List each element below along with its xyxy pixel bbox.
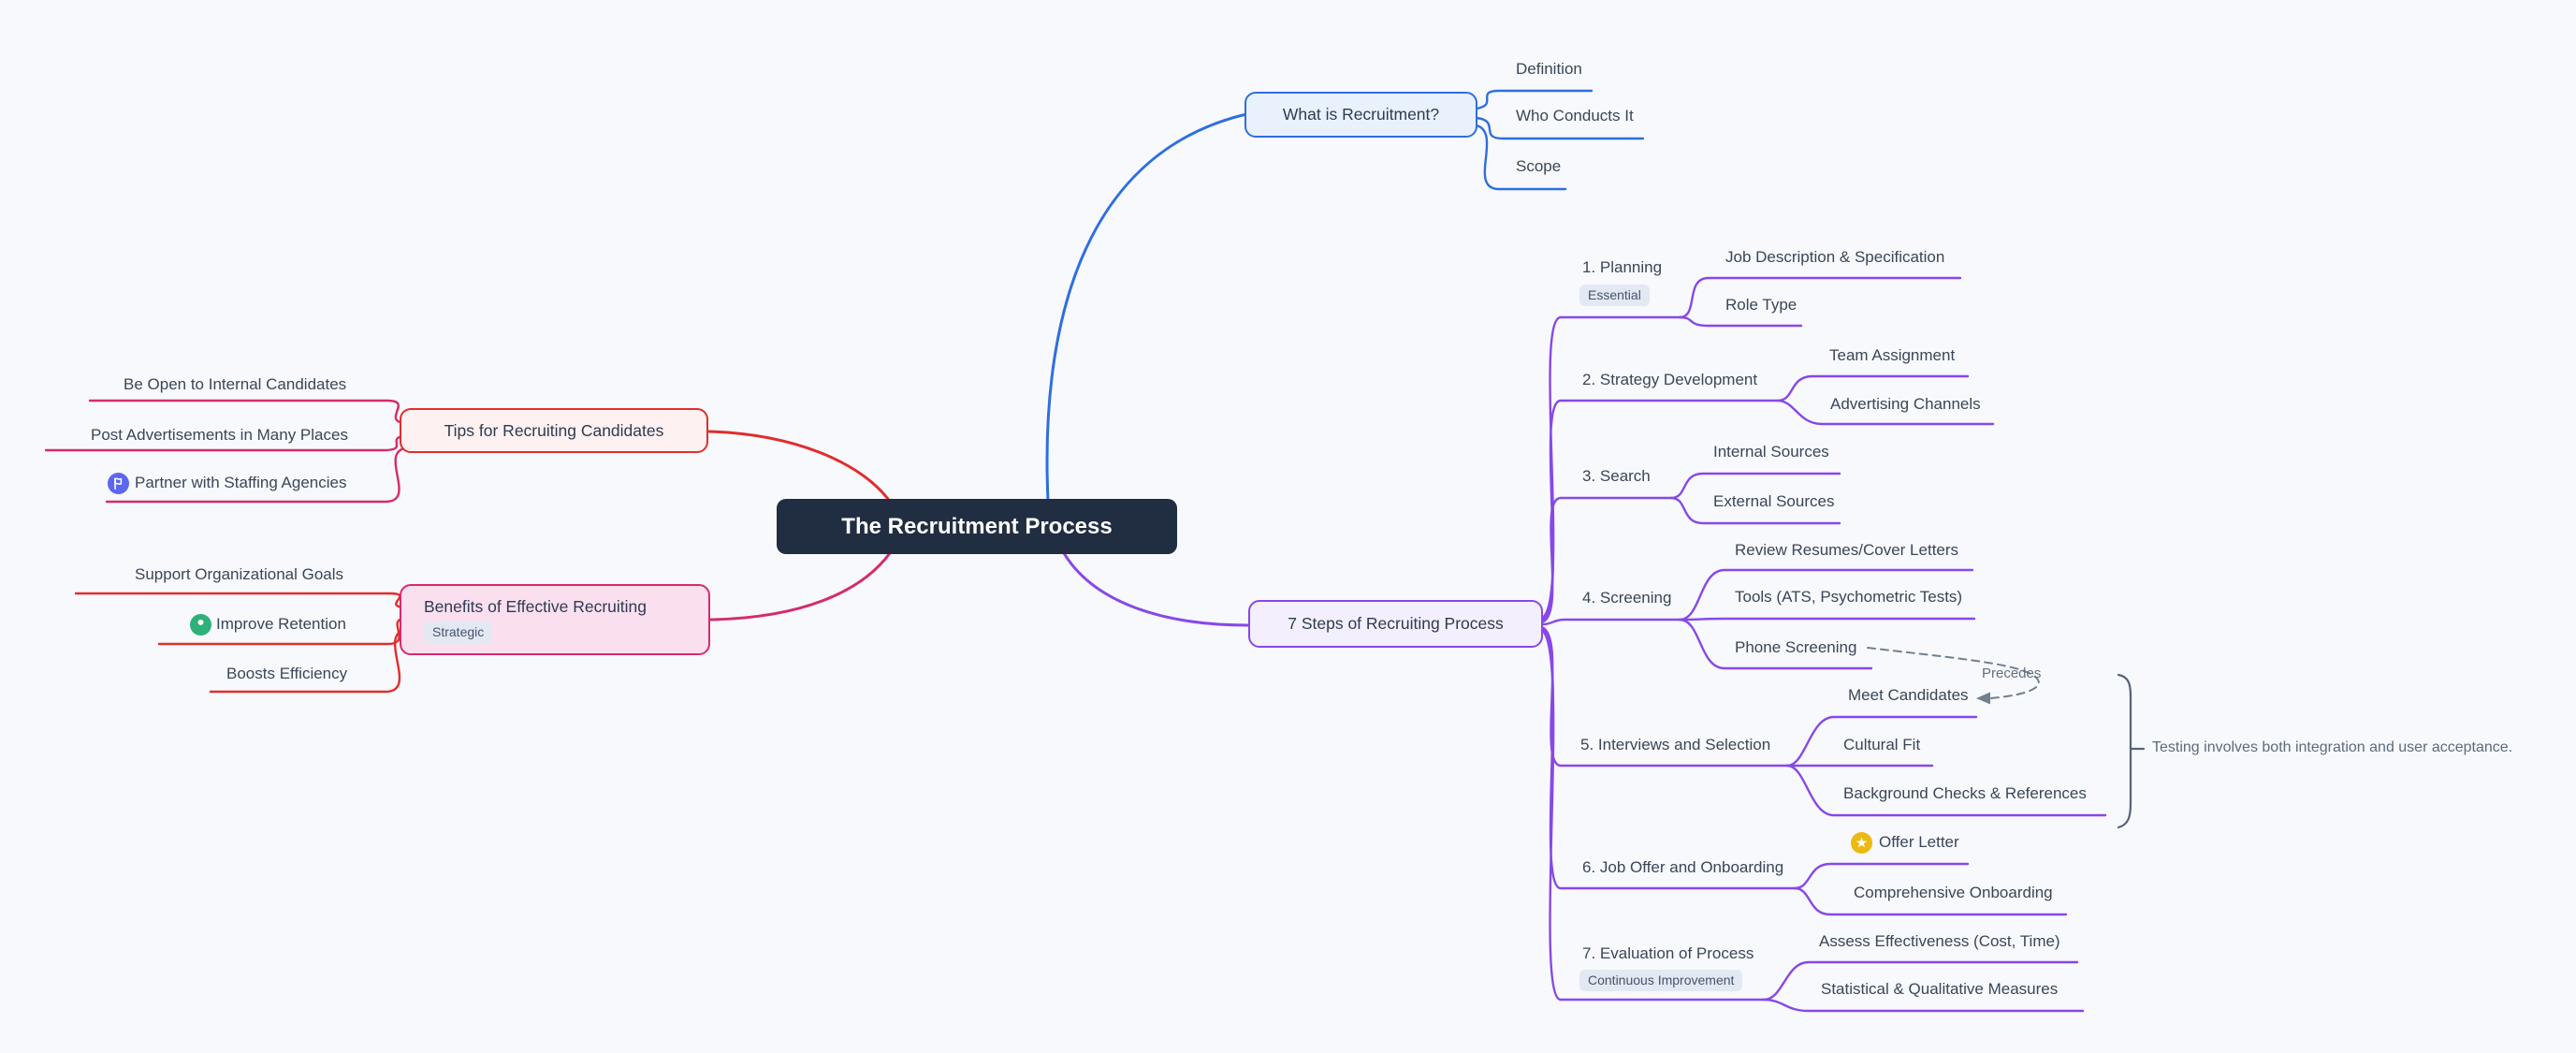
link-step1-roletype xyxy=(1678,315,1803,328)
link-step6-onboarding xyxy=(1793,886,2068,916)
leaf-definition[interactable]: Definition xyxy=(1516,60,1582,78)
link-step5-background xyxy=(1785,764,2107,817)
link-what-definition xyxy=(1475,89,1594,110)
step-5-interviews[interactable]: 5. Interviews and Selection xyxy=(1580,736,1771,753)
link-benefits-efficiency xyxy=(209,628,406,694)
link-tips-internal xyxy=(88,399,406,425)
precedes-arrowhead xyxy=(1976,692,1990,705)
link-benefits-support xyxy=(74,592,406,609)
leaf-post-advertisements[interactable]: Post Advertisements in Many Places xyxy=(91,426,348,444)
root-node[interactable]: The Recruitment Process xyxy=(777,499,1177,554)
leaf-statistical-measures[interactable]: Statistical & Qualitative Measures xyxy=(1821,980,2059,998)
link-root-benefits xyxy=(709,551,892,622)
step-1-badge: Essential xyxy=(1579,285,1650,306)
link-step7-statistical xyxy=(1762,998,2085,1013)
link-step3-external xyxy=(1669,496,1841,525)
link-step4-phone xyxy=(1678,618,1873,670)
leaf-improve-retention[interactable]: Improve Retention xyxy=(216,615,346,633)
flag-icon xyxy=(108,473,129,494)
link-step2-team xyxy=(1776,374,1970,402)
leaf-phone-screening[interactable]: Phone Screening xyxy=(1735,638,1857,656)
link-step5 xyxy=(1538,625,1789,768)
leaf-boosts-efficiency[interactable]: Boosts Efficiency xyxy=(226,665,348,682)
precedes-curve xyxy=(1867,647,2040,699)
link-step5-meet xyxy=(1785,715,1978,768)
leaf-meet-candidates[interactable]: Meet Candidates xyxy=(1848,686,1969,704)
step-1-planning[interactable]: 1. Planning xyxy=(1582,258,1663,276)
link-step3 xyxy=(1538,496,1673,624)
link-step1-jobdesc xyxy=(1678,276,1962,319)
link-step6-offer xyxy=(1793,862,1970,890)
node-7-steps[interactable]: 7 Steps of Recruiting Process xyxy=(1248,600,1543,648)
benefits-badge: Strategic xyxy=(424,621,493,643)
link-step4-review xyxy=(1678,568,1974,622)
leaf-job-description[interactable]: Job Description & Specification xyxy=(1725,248,1945,266)
leaf-partner-staffing[interactable]: Partner with Staffing Agencies xyxy=(135,474,347,491)
step-7-evaluation[interactable]: 7. Evaluation of Process xyxy=(1582,944,1754,962)
bracket-spine xyxy=(2117,673,2132,829)
leaf-role-type[interactable]: Role Type xyxy=(1725,296,1797,314)
leaf-advertising-channels[interactable]: Advertising Channels xyxy=(1830,395,1981,413)
link-step2-advertising xyxy=(1776,399,1995,426)
link-what-who xyxy=(1475,116,1645,140)
leaf-internal-sources[interactable]: Internal Sources xyxy=(1713,443,1829,461)
branch-pink-links xyxy=(44,399,892,622)
note-text: Testing involves both integration and us… xyxy=(2152,739,2513,755)
link-root-tips xyxy=(707,430,890,501)
leaf-tools-ats[interactable]: Tools (ATS, Psychometric Tests) xyxy=(1735,588,1963,606)
link-step2 xyxy=(1538,399,1780,622)
leaf-comprehensive-onboarding[interactable]: Comprehensive Onboarding xyxy=(1854,884,2053,901)
branch-what-links xyxy=(1045,89,1645,503)
leaf-support-goals[interactable]: Support Organizational Goals xyxy=(135,565,344,583)
node-tips[interactable]: Tips for Recruiting Candidates xyxy=(400,408,708,453)
link-step7 xyxy=(1538,628,1766,1002)
step-6-job-offer[interactable]: 6. Job Offer and Onboarding xyxy=(1582,858,1784,876)
leaf-external-sources[interactable]: External Sources xyxy=(1713,492,1835,510)
leaf-be-open-internal[interactable]: Be Open to Internal Candidates xyxy=(124,375,347,393)
leaf-offer-letter[interactable]: Offer Letter xyxy=(1879,833,1959,851)
link-step4-tools xyxy=(1678,617,1976,622)
leaf-cultural-fit[interactable]: Cultural Fit xyxy=(1843,736,1921,753)
note-bracket xyxy=(2117,673,2146,829)
link-step3-internal xyxy=(1669,472,1841,500)
step-2-strategy[interactable]: 2. Strategy Development xyxy=(1582,371,1758,388)
step-4-screening[interactable]: 4. Screening xyxy=(1582,589,1672,607)
leaf-review-resumes[interactable]: Review Resumes/Cover Letters xyxy=(1735,541,1959,559)
link-root-what xyxy=(1045,112,1248,503)
link-tips-agencies xyxy=(105,446,406,504)
node-what-is-recruitment[interactable]: What is Recruitment? xyxy=(1244,92,1477,138)
leaf-background-checks[interactable]: Background Checks & References xyxy=(1843,784,2087,802)
user-icon xyxy=(190,614,211,636)
leaf-team-assignment[interactable]: Team Assignment xyxy=(1829,346,1956,364)
star-icon xyxy=(1851,832,1872,854)
link-step7-assess xyxy=(1762,960,2079,1002)
precedes-arrow xyxy=(1867,647,2040,705)
precedes-label: Precedes xyxy=(1982,665,2042,681)
node-benefits-label: Benefits of Effective Recruiting xyxy=(424,596,647,616)
leaf-assess-effectiveness[interactable]: Assess Effectiveness (Cost, Time) xyxy=(1819,932,2060,950)
leaf-scope[interactable]: Scope xyxy=(1516,157,1562,175)
step-7-badge: Continuous Improvement xyxy=(1579,970,1743,991)
branch-steps-links xyxy=(1062,276,2107,1013)
link-step4 xyxy=(1541,618,1681,626)
leaf-who-conducts-it[interactable]: Who Conducts It xyxy=(1516,107,1634,124)
link-what-scope xyxy=(1475,124,1567,191)
link-tips-ads xyxy=(44,434,406,452)
link-root-steps xyxy=(1062,551,1250,627)
node-benefits[interactable]: Benefits of Effective Recruiting Strateg… xyxy=(400,584,710,655)
step-3-search[interactable]: 3. Search xyxy=(1582,467,1651,485)
